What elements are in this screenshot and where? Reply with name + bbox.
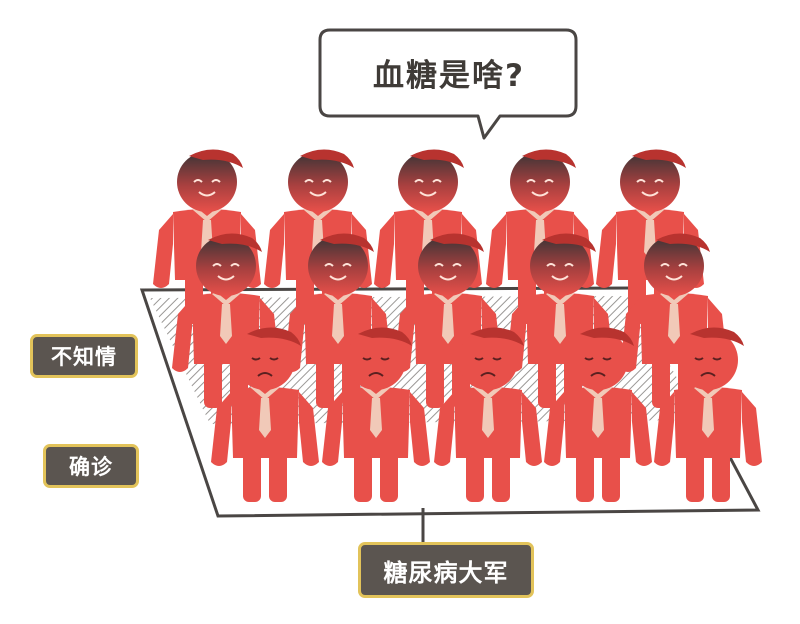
tie-icon <box>668 304 680 344</box>
tie-icon <box>702 398 714 438</box>
head-icon <box>530 236 590 296</box>
head-icon <box>644 236 704 296</box>
diabetes-army-label: 糖尿病大军 <box>358 542 534 598</box>
sad-person-figure <box>434 327 542 502</box>
tie-icon <box>332 304 344 344</box>
head-icon <box>177 152 237 212</box>
tie-icon <box>592 398 604 438</box>
head-icon <box>346 330 406 390</box>
head-icon <box>418 236 478 296</box>
sad-person-figure <box>322 327 430 502</box>
head-icon <box>288 152 348 212</box>
head-icon <box>398 152 458 212</box>
head-icon <box>510 152 570 212</box>
head-icon <box>620 152 680 212</box>
head-icon <box>678 330 738 390</box>
tie-icon <box>220 304 232 344</box>
diagnosed-label: 确诊 <box>43 444 139 488</box>
tie-icon <box>482 398 494 438</box>
head-icon <box>196 236 256 296</box>
tie-icon <box>259 398 271 438</box>
front-row-figures <box>211 327 762 502</box>
tie-icon <box>554 304 566 344</box>
tie-icon <box>442 304 454 344</box>
sad-person-figure <box>544 327 652 502</box>
unaware-label: 不知情 <box>30 334 138 378</box>
sad-person-figure <box>654 327 762 502</box>
head-icon <box>308 236 368 296</box>
speech-bubble-text: 血糖是啥? <box>373 57 525 94</box>
tie-icon <box>370 398 382 438</box>
sad-person-figure <box>211 327 319 502</box>
head-icon <box>458 330 518 390</box>
head-icon <box>235 330 295 390</box>
speech-bubble <box>318 28 578 140</box>
head-icon <box>568 330 628 390</box>
